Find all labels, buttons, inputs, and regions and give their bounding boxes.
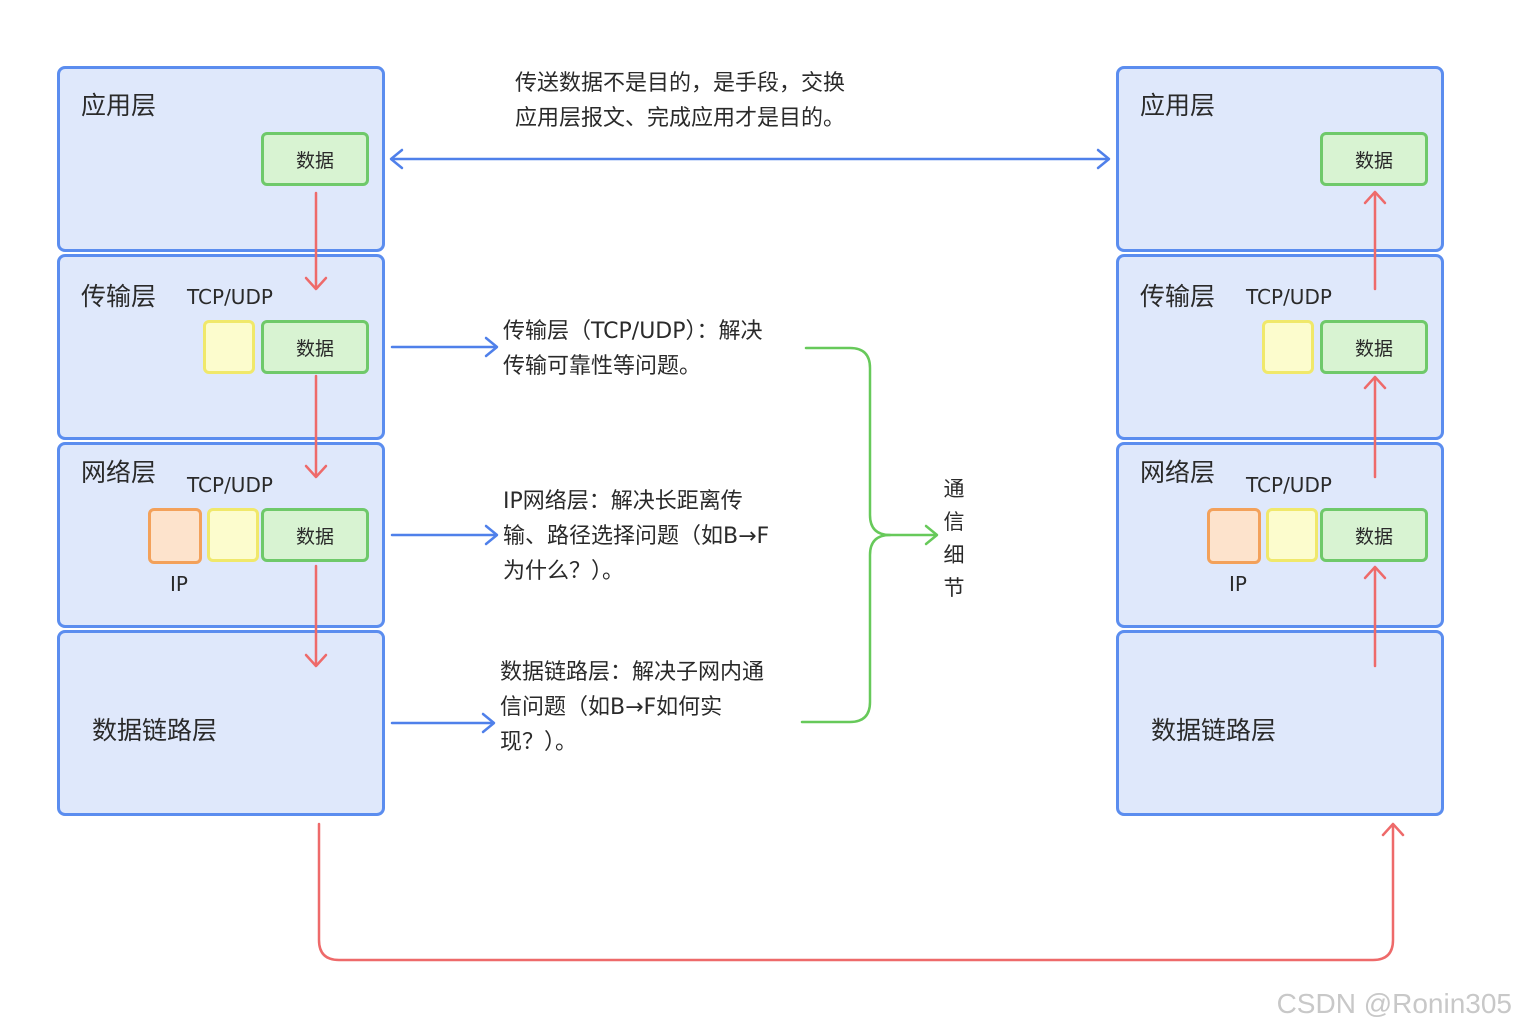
left-network-ip-header: [148, 508, 202, 564]
application-peer-arrow: [389, 148, 1111, 170]
right-arrow-head-3: [1363, 190, 1387, 205]
left-datalink-title: 数据链路层: [92, 716, 218, 745]
bottom-path-arrow-head: [1381, 822, 1405, 837]
bottom-path: [317, 822, 1395, 962]
datalink-note: 数据链路层：解决子网内通 信问题（如B→F如何实 现？）。: [500, 660, 765, 755]
brace-arrow-head: [924, 524, 939, 546]
right-application-layer: 应用层: [1116, 66, 1444, 252]
right-arrow-head-2: [1363, 375, 1387, 390]
left-app-data-box: 数据: [261, 132, 369, 186]
datalink-note-arrow-head: [481, 712, 496, 734]
transport-note-arrow-head: [484, 336, 499, 358]
left-transport-tcp-header: [203, 320, 255, 374]
right-network-tcp-header: [1266, 508, 1318, 562]
left-arrow-head-2: [304, 464, 328, 479]
right-network-ip-header: [1207, 508, 1261, 564]
network-note-arrow-head: [484, 524, 499, 546]
right-datalink-title: 数据链路层: [1151, 716, 1277, 745]
left-encapsulation-arrows: [304, 191, 328, 668]
note-pointer-arrows: [390, 336, 499, 734]
csdn-watermark: CSDN @Ronin305: [1276, 988, 1512, 1019]
left-application-title: 应用层: [81, 91, 157, 120]
right-app-data-box: 数据: [1320, 132, 1428, 186]
left-network-title: 网络层: [81, 458, 157, 487]
network-note: IP网络层：解决长距离传 输、路径选择问题（如B→F 为什么？）。: [503, 489, 770, 584]
left-transport-title: 传输层: [81, 282, 157, 311]
physical-transmission-path: [317, 822, 1405, 962]
right-transport-title: 传输层: [1140, 282, 1216, 311]
peer-arrow-right-head: [1096, 148, 1111, 170]
right-network-title: 网络层: [1140, 458, 1216, 487]
communication-details-label: 通 信 细 节: [943, 477, 965, 600]
left-network-protocol: TCP/UDP: [187, 473, 273, 497]
right-network-protocol: TCP/UDP: [1246, 473, 1332, 497]
left-transport-data-box: 数据: [261, 320, 369, 374]
right-arrow-head-1: [1363, 565, 1387, 580]
left-network-tcp-header: [207, 508, 259, 562]
application-note: 传送数据不是目的，是手段，交换 应用层报文、完成应用才是目的。: [515, 71, 846, 131]
right-decapsulation-arrows: [1363, 190, 1387, 668]
left-transport-protocol: TCP/UDP: [187, 285, 273, 309]
brace-lower: [800, 533, 892, 724]
communication-brace: [800, 346, 939, 724]
right-application-title: 应用层: [1140, 91, 1216, 120]
transport-note: 传输层（TCP/UDP）：解决 传输可靠性等问题。: [503, 319, 763, 379]
left-datalink-layer: 数据链路层: [57, 630, 385, 816]
right-datalink-layer: 数据链路层: [1116, 630, 1444, 816]
right-network-data-box: 数据: [1320, 508, 1428, 562]
peer-arrow-left-head: [389, 148, 404, 170]
left-arrow-head-1: [304, 276, 328, 291]
brace-upper: [804, 346, 938, 537]
right-transport-data-box: 数据: [1320, 320, 1428, 374]
left-network-data-box: 数据: [261, 508, 369, 562]
left-ip-label: IP: [170, 572, 188, 596]
right-transport-protocol: TCP/UDP: [1246, 285, 1332, 309]
right-transport-tcp-header: [1262, 320, 1314, 374]
left-arrow-head-3: [304, 653, 328, 668]
right-ip-label: IP: [1229, 572, 1247, 596]
